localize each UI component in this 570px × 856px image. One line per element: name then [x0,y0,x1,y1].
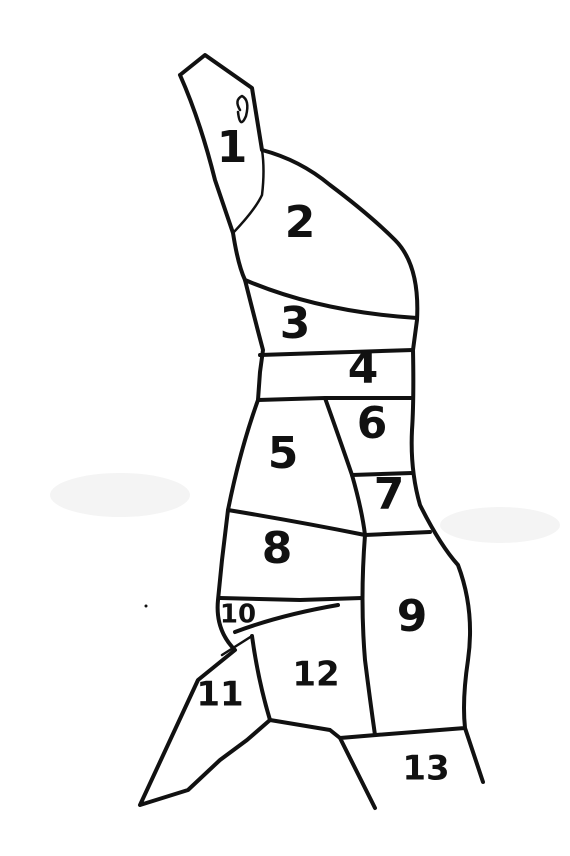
speck [145,605,148,608]
region-label-4: 4 [348,343,379,394]
region-label-5: 5 [268,428,299,479]
region-label-7: 7 [374,469,405,520]
smudge [440,507,560,543]
region-label-1: 1 [217,122,248,173]
region-label-10: 10 [220,600,256,630]
region-label-2: 2 [285,197,316,248]
region-label-13: 13 [402,749,449,789]
region-label-3: 3 [280,298,311,349]
region-label-6: 6 [357,398,388,449]
smudge [50,473,190,517]
region-label-8: 8 [262,523,293,574]
region-label-9: 9 [397,591,428,642]
region-label-12: 12 [292,655,339,695]
region-label-11: 11 [196,675,243,715]
boundary-4-5 [258,398,412,400]
